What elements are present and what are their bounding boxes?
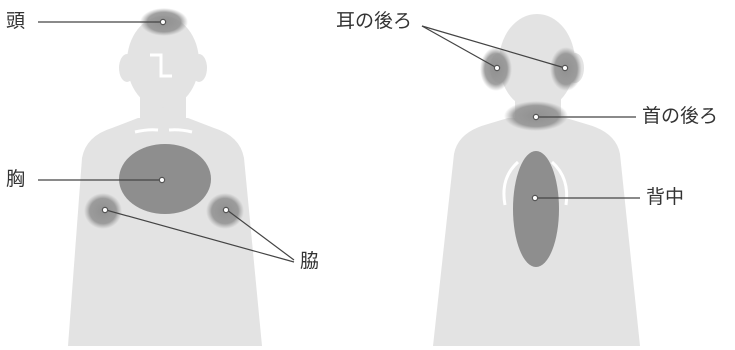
left-ear-dot (494, 65, 499, 70)
back-dot (532, 195, 537, 200)
front-right-ear (191, 54, 207, 82)
back-figure (433, 14, 640, 346)
right-armpit-dot (223, 207, 228, 212)
head-label: 頭 (6, 12, 25, 31)
head-dot (160, 19, 165, 24)
back-of-neck-label: 首の後ろ (642, 107, 718, 126)
back-label: 背中 (646, 188, 684, 207)
neck-dot (533, 114, 538, 119)
front-figure (68, 8, 262, 346)
chest-dot (159, 177, 164, 182)
back-highlight (513, 151, 559, 267)
armpit-label: 脇 (300, 252, 319, 271)
left-ear-leader (422, 26, 497, 68)
front-left-ear (119, 54, 135, 82)
right-ear-dot (562, 65, 567, 70)
left-armpit-dot (102, 207, 107, 212)
chest-label: 胸 (6, 170, 25, 189)
behind-ears-label: 耳の後ろ (336, 12, 412, 31)
